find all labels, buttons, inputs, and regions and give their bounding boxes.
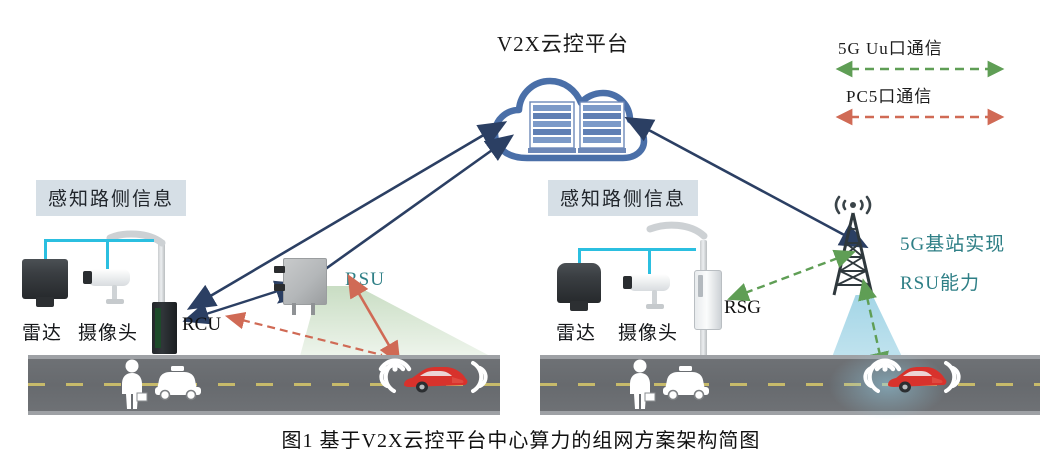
right-red-car-icon: [884, 363, 947, 393]
tower-label-line2: RSU能力: [900, 273, 980, 294]
left-camera-link-v: [106, 239, 109, 273]
right-radar-link-v: [578, 248, 581, 270]
legend: 5G Uu口通信 PC5口通信: [835, 34, 1005, 126]
right-pole-arm: [646, 221, 710, 242]
right-radar-label: 雷达: [556, 323, 597, 344]
right-taxi-icon: [660, 366, 712, 401]
left-rsu-label: RSU: [345, 269, 385, 290]
left-radar-label: 雷达: [22, 323, 63, 344]
left-sense-chip: 感知路侧信息: [36, 180, 187, 216]
left-rcu-label: RCU: [182, 314, 222, 335]
legend-item-pc5-arrow: [835, 108, 1005, 126]
server-rack-right: [578, 101, 626, 153]
roadside-unit-icon: [274, 258, 327, 315]
right-lane-dash: [540, 383, 1040, 386]
legend-item-uu-arrow: [835, 60, 1005, 78]
roadside-gateway-icon: [694, 270, 722, 330]
right-radar-sensor-icon: [557, 263, 601, 311]
left-camera-label: 摄像头: [78, 323, 139, 344]
left-v2x-signal-right: [467, 360, 495, 394]
right-sensor-link-h: [578, 248, 696, 251]
left-sensor-link-h: [44, 239, 154, 242]
tower-label-line1: 5G基站实现: [900, 234, 1006, 255]
right-v2x-signal-left: [856, 360, 884, 394]
left-radar-link-v: [44, 239, 47, 263]
right-v2x-signal-right: [940, 360, 968, 394]
right-rsg-label: RSG: [724, 297, 761, 318]
cloud-platform-title: V2X云控平台: [497, 32, 629, 56]
figure-caption: 图1 基于V2X云控平台中心算力的组网方案架构简图: [281, 430, 761, 452]
right-camera-link-v: [648, 248, 651, 280]
right-camera-label: 摄像头: [618, 323, 679, 344]
right-sense-chip: 感知路侧信息: [548, 180, 699, 216]
red-car-icon: [400, 363, 468, 393]
taxi-icon: [152, 366, 204, 401]
roadside-compute-unit-icon: [152, 302, 177, 354]
left-v2x-signal-left: [372, 360, 400, 394]
legend-item-uu-label: 5G Uu口通信: [838, 39, 943, 58]
cloud-server-icon: [487, 62, 648, 167]
server-rack-left: [528, 101, 576, 153]
pedestrian-icon: [118, 358, 148, 410]
arrow-rcu-rsu: [182, 280, 302, 325]
legend-item-pc5-label: PC5口通信: [846, 87, 933, 106]
right-pedestrian-icon: [626, 358, 656, 410]
5g-base-station-tower-icon: [820, 185, 886, 303]
left-street-pole: [158, 240, 165, 352]
left-lane-dash: [28, 383, 500, 386]
radar-sensor-icon: [22, 259, 68, 307]
left-pole-arm: [106, 230, 168, 249]
